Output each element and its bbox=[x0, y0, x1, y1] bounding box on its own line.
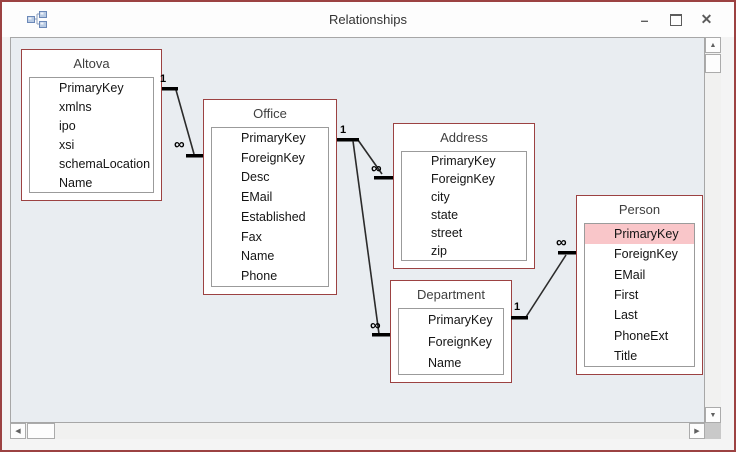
scroll-left-button[interactable]: ◀ bbox=[10, 423, 26, 439]
field-row[interactable]: xsi bbox=[59, 137, 75, 152]
field-list: PrimaryKey ForeignKey city state street … bbox=[401, 151, 527, 261]
many-side-bar bbox=[374, 176, 393, 180]
scroll-right-icon: ▶ bbox=[694, 428, 700, 435]
many-side-bar bbox=[558, 251, 576, 255]
scroll-left-icon: ◀ bbox=[15, 428, 21, 435]
table-office[interactable]: Office PrimaryKey ForeignKey Desc EMail … bbox=[203, 99, 337, 295]
vertical-scrollbar[interactable]: ▲ ▼ bbox=[705, 37, 721, 423]
cardinality-many-label: ∞ bbox=[370, 317, 381, 334]
table-address[interactable]: Address PrimaryKey ForeignKey city state… bbox=[393, 123, 535, 269]
table-title: Person bbox=[618, 201, 661, 217]
table-altova[interactable]: Altova PrimaryKey xmlns ipo xsi schemaLo… bbox=[21, 49, 162, 201]
field-row[interactable]: ForeignKey bbox=[431, 172, 495, 186]
field-row[interactable]: PrimaryKey bbox=[428, 312, 493, 327]
field-row[interactable]: xmlns bbox=[59, 99, 92, 114]
horizontal-scrollbar[interactable]: ◀ ▶ bbox=[10, 423, 705, 439]
one-side-bar bbox=[337, 138, 359, 142]
field-row[interactable]: Last bbox=[614, 308, 638, 323]
field-row[interactable]: PrimaryKey bbox=[241, 130, 306, 145]
relationship-altova-office[interactable] bbox=[162, 87, 203, 158]
field-row[interactable]: Established bbox=[241, 209, 306, 224]
field-row[interactable]: EMail bbox=[614, 267, 646, 282]
field-row[interactable]: Desc bbox=[241, 170, 270, 185]
field-row[interactable]: street bbox=[431, 226, 463, 240]
table-title: Department bbox=[417, 286, 485, 302]
minimize-icon: – bbox=[640, 11, 649, 28]
field-row[interactable]: city bbox=[431, 190, 450, 204]
scroll-up-button[interactable]: ▲ bbox=[705, 37, 721, 53]
field-row[interactable]: Name bbox=[59, 175, 93, 190]
relationship-office-department[interactable] bbox=[352, 140, 390, 337]
field-row[interactable]: PrimaryKey bbox=[431, 154, 496, 168]
field-list: PrimaryKey ForeignKey Desc EMail Establi… bbox=[211, 127, 329, 287]
cardinality-one-label: 1 bbox=[340, 124, 347, 136]
field-list: PrimaryKey ForeignKey Name bbox=[398, 308, 504, 375]
many-side-bar bbox=[372, 333, 390, 337]
scroll-down-icon: ▼ bbox=[709, 411, 717, 419]
field-row[interactable]: Name bbox=[241, 249, 275, 264]
relationship-office-address[interactable] bbox=[337, 138, 393, 180]
many-side-bar bbox=[186, 154, 203, 158]
cardinality-many-label: ∞ bbox=[556, 234, 567, 251]
scrollbar-corner bbox=[705, 423, 721, 439]
relationship-department-person[interactable] bbox=[511, 251, 576, 320]
field-row[interactable]: PrimaryKey bbox=[59, 80, 124, 95]
scroll-down-button[interactable]: ▼ bbox=[705, 407, 721, 423]
field-list: PrimaryKey xmlns ipo xsi schemaLocation … bbox=[29, 77, 154, 193]
field-row[interactable]: First bbox=[614, 287, 639, 302]
table-title: Address bbox=[440, 129, 488, 145]
maximize-button[interactable] bbox=[668, 12, 683, 28]
field-row[interactable]: Fax bbox=[241, 229, 262, 244]
field-row[interactable]: ForeignKey bbox=[241, 150, 305, 165]
title-bar[interactable]: Relationships – ✕ bbox=[2, 2, 734, 37]
field-row[interactable]: Name bbox=[428, 356, 462, 371]
relationship-line[interactable] bbox=[357, 139, 383, 175]
table-title: Altova bbox=[73, 55, 110, 71]
relationships-icon bbox=[27, 11, 47, 28]
field-list: PrimaryKey ForeignKey EMail First Last P… bbox=[584, 223, 695, 367]
field-row[interactable]: PhoneExt bbox=[614, 328, 669, 343]
cardinality-one-label: 1 bbox=[160, 73, 167, 85]
table-department[interactable]: Department PrimaryKey ForeignKey Name bbox=[390, 280, 512, 383]
scroll-up-icon: ▲ bbox=[709, 41, 717, 49]
minimize-button[interactable]: – bbox=[637, 12, 652, 28]
field-row[interactable]: schemaLocation bbox=[59, 156, 151, 171]
field-row[interactable]: Phone bbox=[241, 269, 278, 284]
field-row[interactable]: ForeignKey bbox=[428, 334, 492, 349]
relationship-line[interactable] bbox=[525, 254, 567, 318]
one-side-bar bbox=[162, 87, 178, 91]
table-title: Office bbox=[253, 105, 287, 121]
window-controls: – ✕ bbox=[637, 2, 714, 37]
one-side-bar bbox=[511, 316, 528, 320]
relationship-connectors: 1 ∞ 1 ∞ ∞ 1 ∞ bbox=[10, 37, 705, 423]
cardinality-many-label: ∞ bbox=[174, 136, 185, 153]
close-button[interactable]: ✕ bbox=[699, 11, 714, 28]
window-title: Relationships bbox=[328, 12, 408, 27]
relationship-line[interactable] bbox=[352, 140, 380, 335]
field-row-highlighted[interactable]: PrimaryKey bbox=[585, 224, 694, 245]
field-row[interactable]: EMail bbox=[241, 190, 273, 205]
field-row[interactable]: ipo bbox=[59, 118, 76, 133]
cardinality-one-label: 1 bbox=[514, 301, 521, 313]
close-icon: ✕ bbox=[700, 11, 713, 27]
cardinality-many-label: ∞ bbox=[371, 160, 382, 177]
scroll-right-button[interactable]: ▶ bbox=[689, 423, 705, 439]
relationship-line[interactable] bbox=[175, 89, 195, 155]
table-person[interactable]: Person PrimaryKey ForeignKey EMail First… bbox=[576, 195, 703, 375]
field-row[interactable]: zip bbox=[431, 244, 447, 258]
horizontal-scroll-thumb[interactable] bbox=[27, 423, 55, 439]
vertical-scroll-thumb[interactable] bbox=[705, 54, 721, 73]
maximize-icon bbox=[669, 13, 682, 26]
field-row[interactable]: state bbox=[431, 208, 459, 222]
field-row[interactable]: Title bbox=[614, 348, 638, 363]
field-row[interactable]: ForeignKey bbox=[614, 247, 678, 262]
